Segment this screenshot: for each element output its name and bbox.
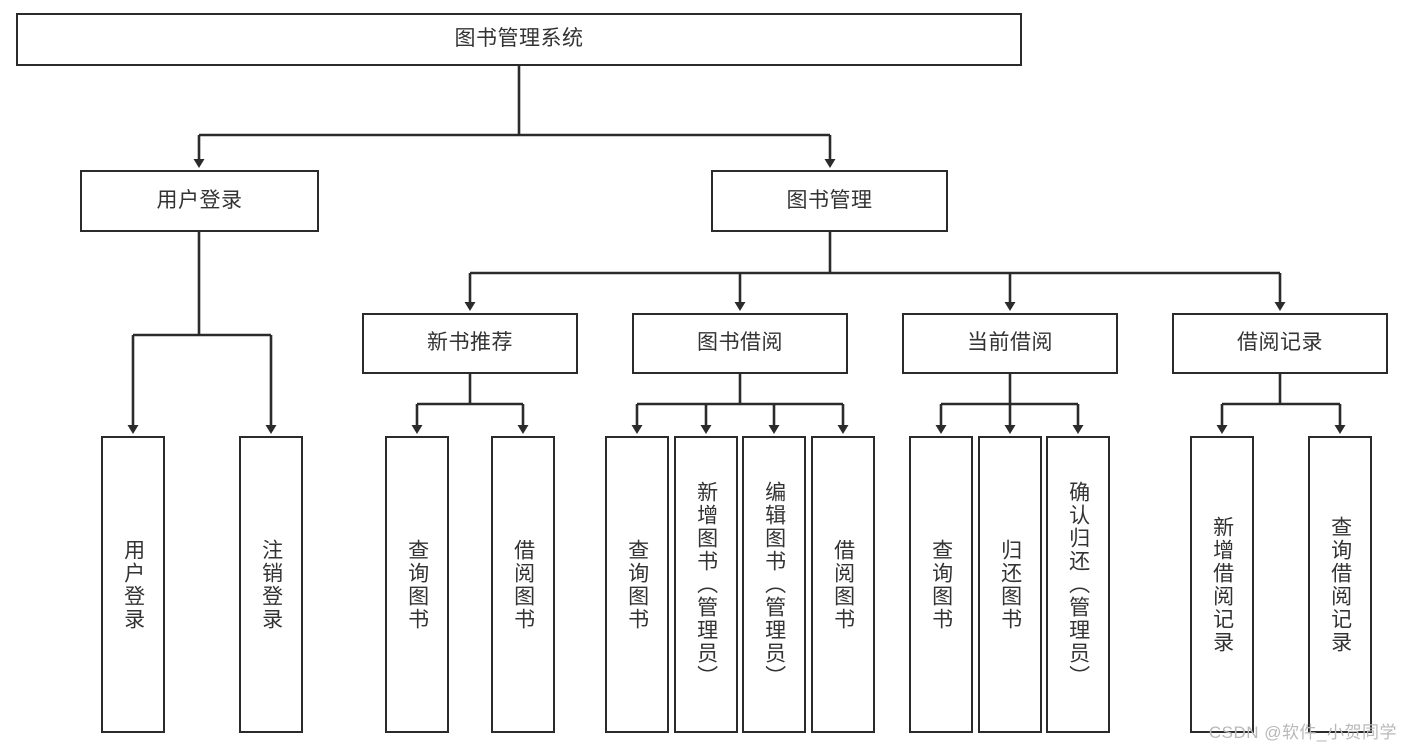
- node-label: 用户登录: [121, 538, 145, 631]
- node-new-book-recommend[interactable]: 新书推荐: [362, 313, 578, 374]
- node-label: 借阅图书: [831, 538, 855, 631]
- node-label: 当前借阅: [967, 331, 1053, 355]
- node-leaf-confirm-return-admin[interactable]: 确认归还（管理员）: [1046, 436, 1110, 733]
- node-leaf-query-book-current[interactable]: 查询图书: [909, 436, 973, 733]
- node-label: 归还图书: [998, 538, 1022, 631]
- node-leaf-query-book-borrow[interactable]: 查询图书: [605, 436, 669, 733]
- watermark: CSDN @软件_小贺同学: [1208, 723, 1397, 742]
- node-label: 查询图书: [929, 538, 953, 631]
- node-label: 图书借阅: [697, 331, 783, 355]
- node-leaf-add-book-admin[interactable]: 新增图书（管理员）: [674, 436, 738, 733]
- node-leaf-query-book-recommend[interactable]: 查询图书: [385, 436, 449, 733]
- node-label: 借阅图书: [511, 538, 535, 631]
- node-current-borrow[interactable]: 当前借阅: [902, 313, 1118, 374]
- node-label: 查询图书: [625, 538, 649, 631]
- node-label: 注销登录: [259, 538, 283, 631]
- node-user-login[interactable]: 用户登录: [80, 170, 319, 232]
- node-root-book-management-system[interactable]: 图书管理系统: [16, 13, 1022, 66]
- node-book-management[interactable]: 图书管理: [711, 170, 948, 232]
- node-book-borrow[interactable]: 图书借阅: [632, 313, 848, 374]
- node-leaf-query-borrow-record[interactable]: 查询借阅记录: [1308, 436, 1372, 733]
- node-label: 新书推荐: [427, 331, 513, 355]
- node-label: 借阅记录: [1237, 331, 1323, 355]
- node-label: 图书管理系统: [454, 27, 584, 51]
- node-leaf-add-borrow-record[interactable]: 新增借阅记录: [1190, 436, 1254, 733]
- node-leaf-return-book[interactable]: 归还图书: [978, 436, 1042, 733]
- node-borrow-record[interactable]: 借阅记录: [1172, 313, 1388, 374]
- node-leaf-logout[interactable]: 注销登录: [239, 436, 303, 733]
- node-label: 新增图书（管理员）: [694, 481, 718, 688]
- node-leaf-user-login[interactable]: 用户登录: [101, 436, 165, 733]
- node-label: 新增借阅记录: [1210, 515, 1234, 654]
- node-label: 确认归还（管理员）: [1066, 481, 1090, 688]
- node-label: 用户登录: [156, 188, 243, 212]
- node-leaf-edit-book-admin[interactable]: 编辑图书（管理员）: [742, 436, 806, 733]
- node-label: 查询图书: [405, 538, 429, 631]
- node-leaf-borrow-book-recommend[interactable]: 借阅图书: [491, 436, 555, 733]
- node-label: 图书管理: [786, 188, 873, 212]
- node-label: 查询借阅记录: [1328, 515, 1352, 654]
- node-label: 编辑图书（管理员）: [762, 481, 786, 688]
- node-leaf-borrow-book[interactable]: 借阅图书: [811, 436, 875, 733]
